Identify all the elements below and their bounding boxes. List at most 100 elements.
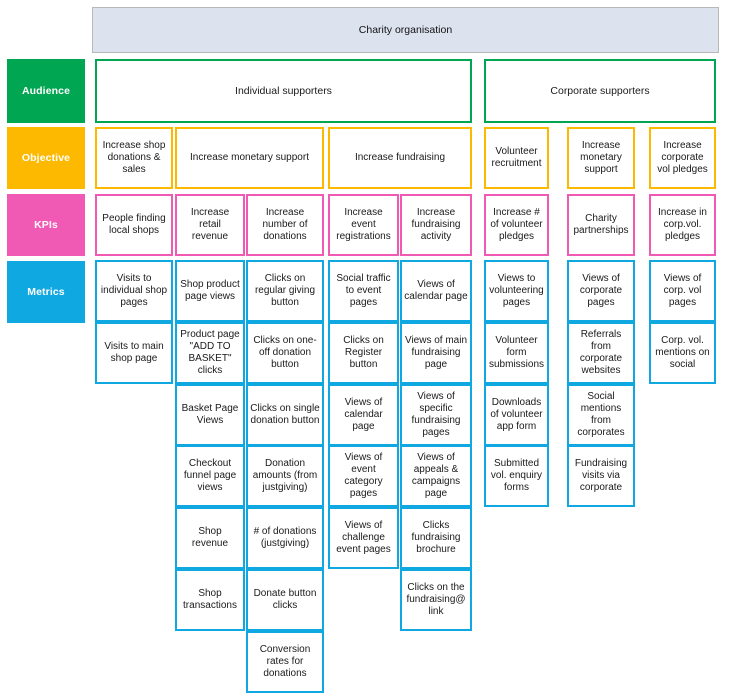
- metric-cell-1-0: Shop product page views: [175, 260, 245, 322]
- metric-cell-6-2: Social mentions from corporates: [567, 384, 635, 446]
- metric-cell-2-1-label: Clicks on one-off donation button: [253, 334, 317, 371]
- objective-cell-1-label: Increase monetary support: [190, 151, 309, 163]
- metric-cell-2-3: Donation amounts (from justgiving): [246, 445, 324, 507]
- metric-cell-2-2-label: Clicks on single donation button: [250, 402, 320, 426]
- metric-cell-2-1: Clicks on one-off donation button: [246, 322, 324, 384]
- metric-cell-5-0-label: Views to volunteering pages: [489, 272, 544, 309]
- kpi-cell-4-label: Increase fundraising activity: [411, 206, 461, 243]
- metric-cell-4-4: Clicks fundraising brochure: [400, 507, 472, 569]
- metric-cell-4-0-label: Views of calendar page: [404, 278, 468, 302]
- metric-cell-1-0-label: Shop product page views: [180, 278, 240, 302]
- metric-cell-2-0-label: Clicks on regular giving button: [254, 272, 316, 309]
- metric-cell-2-6-label: Conversion rates for donations: [259, 643, 311, 680]
- metric-cell-1-2-label: Basket Page Views: [181, 402, 239, 426]
- kpi-cell-6: Charity partnerships: [567, 194, 635, 256]
- metric-cell-4-1: Views of main fundraising page: [400, 322, 472, 384]
- metric-cell-2-3-label: Donation amounts (from justgiving): [252, 457, 318, 494]
- metric-cell-4-1-label: Views of main fundraising page: [404, 334, 468, 371]
- metric-cell-2-5-label: Donate button clicks: [253, 587, 317, 611]
- metric-cell-3-2-label: Views of calendar page: [344, 396, 383, 433]
- metric-cell-2-0: Clicks on regular giving button: [246, 260, 324, 322]
- metric-cell-5-2: Downloads of volunteer app form: [484, 384, 549, 446]
- metric-cell-4-2-label: Views of specific fundraising pages: [411, 390, 461, 439]
- metric-cell-5-3: Submitted vol. enquiry forms: [484, 445, 549, 507]
- kpi-cell-3: Increase event registrations: [328, 194, 399, 256]
- objective-cell-5-label: Increase corporate vol pledges: [657, 139, 708, 176]
- metric-cell-1-5-label: Shop transactions: [183, 587, 237, 611]
- metric-cell-4-3-label: Views of appeals & campaigns page: [411, 451, 461, 500]
- metric-cell-2-4-label: # of donations (justgiving): [253, 525, 317, 549]
- metric-cell-7-1: Corp. vol. mentions on social: [649, 322, 716, 384]
- kpi-cell-7-label: Increase in corp.vol. pledges: [658, 206, 707, 243]
- audience-cell-0-label: Individual supporters: [235, 84, 332, 97]
- metric-cell-1-5: Shop transactions: [175, 569, 245, 631]
- metric-cell-5-1-label: Volunteer form submissions: [488, 334, 545, 371]
- kpi-cell-1: Increase retail revenue: [175, 194, 245, 256]
- kpi-cell-3-label: Increase event registrations: [336, 206, 391, 243]
- metric-cell-6-1-label: Referrals from corporate websites: [579, 328, 623, 377]
- metric-cell-6-2-label: Social mentions from corporates: [577, 390, 625, 439]
- metric-cell-5-0: Views to volunteering pages: [484, 260, 549, 322]
- metric-cell-1-4-label: Shop revenue: [191, 525, 229, 549]
- objective-cell-0-label: Increase shop donations & sales: [102, 139, 166, 176]
- metric-cell-1-3: Checkout funnel page views: [175, 445, 245, 507]
- metric-cell-0-1: Visits to main shop page: [95, 322, 173, 384]
- metric-cell-5-1: Volunteer form submissions: [484, 322, 549, 384]
- metric-cell-2-5: Donate button clicks: [246, 569, 324, 631]
- row-label-objective: Objective: [7, 127, 85, 189]
- objective-cell-3: Volunteer recruitment: [484, 127, 549, 189]
- metric-cell-3-1: Clicks on Register button: [328, 322, 399, 384]
- kpi-cell-0: People finding local shops: [95, 194, 173, 256]
- kpi-cell-2-label: Increase number of donations: [262, 206, 308, 243]
- kpi-cell-6-label: Charity partnerships: [573, 212, 629, 236]
- objective-cell-4-label: Increase monetary support: [580, 139, 622, 176]
- kpi-cell-4: Increase fundraising activity: [400, 194, 472, 256]
- banner-charity-organisation: Charity organisation: [92, 7, 719, 53]
- objective-cell-3-label: Volunteer recruitment: [491, 145, 542, 169]
- metric-cell-2-6: Conversion rates for donations: [246, 631, 324, 693]
- metric-cell-6-3: Fundraising visits via corporate: [567, 445, 635, 507]
- metric-cell-7-0: Views of corp. vol pages: [649, 260, 716, 322]
- metric-cell-6-3-label: Fundraising visits via corporate: [574, 457, 628, 494]
- metric-cell-4-5-label: Clicks on the fundraising@ link: [406, 581, 466, 618]
- metric-cell-2-2: Clicks on single donation button: [246, 384, 324, 446]
- metric-cell-4-5: Clicks on the fundraising@ link: [400, 569, 472, 631]
- audience-cell-0: Individual supporters: [95, 59, 472, 123]
- metric-cell-0-0-label: Visits to individual shop pages: [100, 272, 168, 309]
- metric-cell-5-2-label: Downloads of volunteer app form: [490, 396, 543, 433]
- metric-cell-3-3: Views of event category pages: [328, 445, 399, 507]
- metric-cell-3-0-label: Social traffic to event pages: [336, 272, 391, 309]
- metric-cell-3-1-label: Clicks on Register button: [343, 334, 384, 371]
- kpi-cell-2: Increase number of donations: [246, 194, 324, 256]
- audience-cell-1-label: Corporate supporters: [550, 84, 650, 97]
- metric-cell-2-4: # of donations (justgiving): [246, 507, 324, 569]
- metric-cell-4-3: Views of appeals & campaigns page: [400, 445, 472, 507]
- metric-cell-0-1-label: Visits to main shop page: [104, 340, 164, 364]
- metric-cell-4-4-label: Clicks fundraising brochure: [411, 519, 461, 556]
- metric-cell-3-4: Views of challenge event pages: [328, 507, 399, 569]
- metric-cell-1-1-label: Product page "ADD TO BASKET" clicks: [180, 328, 240, 377]
- audience-cell-1: Corporate supporters: [484, 59, 716, 123]
- objective-cell-2: Increase fundraising: [328, 127, 472, 189]
- metric-cell-6-0: Views of corporate pages: [567, 260, 635, 322]
- metric-cell-3-4-label: Views of challenge event pages: [336, 519, 391, 556]
- kpi-cell-0-label: People finding local shops: [102, 212, 166, 236]
- kpi-cell-7: Increase in corp.vol. pledges: [649, 194, 716, 256]
- metric-cell-3-2: Views of calendar page: [328, 384, 399, 446]
- metric-cell-3-0: Social traffic to event pages: [328, 260, 399, 322]
- kpi-cell-1-label: Increase retail revenue: [190, 206, 230, 243]
- metric-cell-1-2: Basket Page Views: [175, 384, 245, 446]
- metric-cell-7-1-label: Corp. vol. mentions on social: [655, 334, 710, 371]
- metric-cell-3-3-label: Views of event category pages: [344, 451, 383, 500]
- metric-cell-6-0-label: Views of corporate pages: [579, 272, 623, 309]
- metric-cell-1-4: Shop revenue: [175, 507, 245, 569]
- kpi-cell-5-label: Increase # of volunteer pledges: [490, 206, 543, 243]
- metric-cell-1-1: Product page "ADD TO BASKET" clicks: [175, 322, 245, 384]
- metric-cell-6-1: Referrals from corporate websites: [567, 322, 635, 384]
- kpi-cell-5: Increase # of volunteer pledges: [484, 194, 549, 256]
- row-label-metrics: Metrics: [7, 261, 85, 323]
- objective-cell-1: Increase monetary support: [175, 127, 324, 189]
- metric-cell-7-0-label: Views of corp. vol pages: [663, 272, 702, 309]
- row-label-audience: Audience: [7, 59, 85, 123]
